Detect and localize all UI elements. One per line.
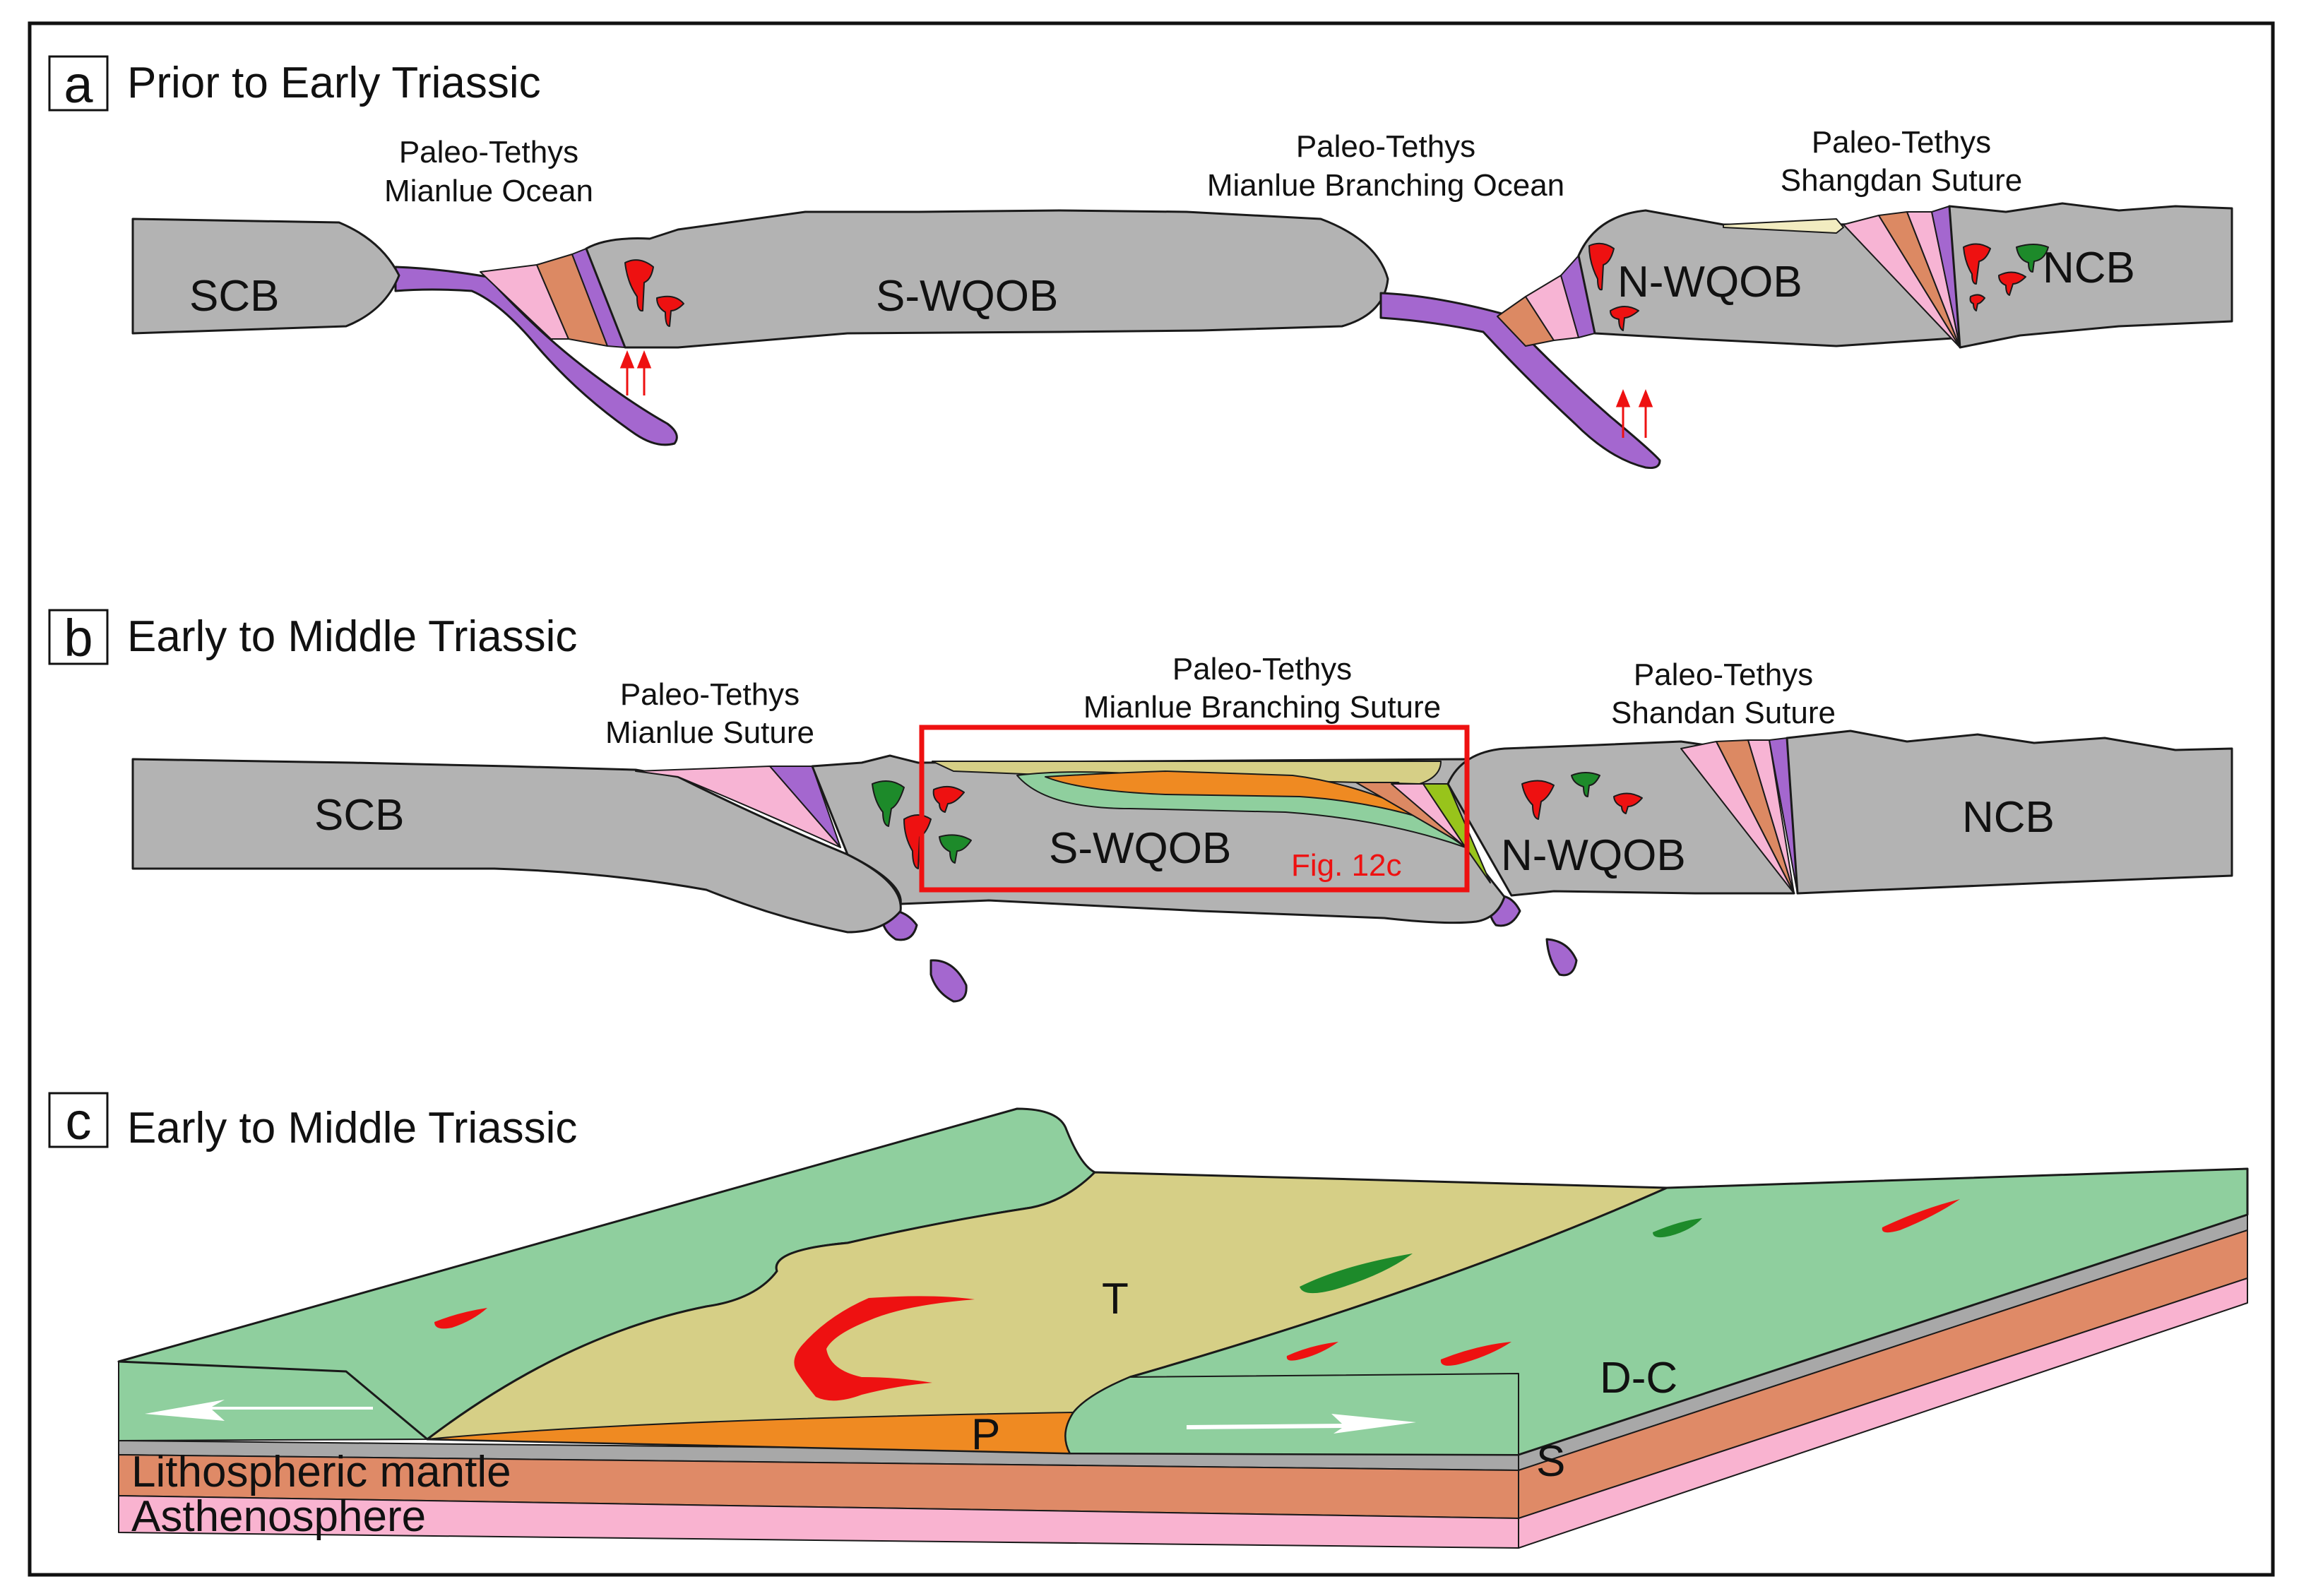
panel-b-suture1-line1: Paleo-Tethys <box>620 677 800 712</box>
panel-b-scb-label: SCB <box>314 791 404 840</box>
panel-c-litho-label: Lithospheric mantle <box>131 1448 511 1496</box>
panel-b-fold-lime <box>1422 783 1491 883</box>
panel-c-front-astheno <box>118 1495 1519 1549</box>
panel-a-pluton-red-2 <box>656 295 684 327</box>
panel-c-letter-box <box>48 1092 109 1148</box>
panel-c-p-label: P <box>971 1410 1000 1459</box>
panel-a-ocean2-line1: Paleo-Tethys <box>1296 129 1475 164</box>
figure-frame <box>28 21 2275 1577</box>
panel-b-suture3-line2: Shandan Suture <box>1611 696 1836 730</box>
panel-a-ocean1-line1: Paleo-Tethys <box>399 135 578 169</box>
panel-a-pluton-red-6 <box>1998 271 2026 296</box>
panel-a-letter-box <box>48 55 109 112</box>
panel-a-swqob-block <box>585 209 1389 349</box>
panel-b-letter-box <box>48 609 109 665</box>
panel-b: b Early to Middle Triassic <box>48 609 2233 1003</box>
panel-a-pluton-red-4 <box>1610 306 1639 331</box>
panel-a-title: Prior to Early Triassic <box>127 59 541 107</box>
panel-a-nwqob-label: N-WQOB <box>1617 258 1802 306</box>
panel-b-suture2-line1: Paleo-Tethys <box>1172 652 1352 686</box>
panel-a-suture-line2: Shangdan Suture <box>1781 163 2023 198</box>
panel-a-heat-arrows-1 <box>619 350 652 395</box>
panel-c: c Early to Middle Triassic T P <box>48 1092 2249 1549</box>
panel-a-suture-line1: Paleo-Tethys <box>1812 125 1991 160</box>
panel-c-arrow-left <box>145 1400 373 1421</box>
panel-a-ocean2-line2: Mianlue Branching Ocean <box>1207 168 1564 203</box>
panel-a-pluton-red-5 <box>1963 243 1991 285</box>
panel-a-pluton-green-1 <box>2016 244 2049 273</box>
panel-b-ncb-label: NCB <box>1962 793 2055 842</box>
panel-b-slab-fragment-2 <box>929 959 968 1003</box>
panel-b-fig12c-label: Fig. 12c <box>1291 848 1402 883</box>
panel-b-swqob-label: S-WQOB <box>1049 824 1231 873</box>
panel-b-suture3-line1: Paleo-Tethys <box>1634 657 1813 692</box>
panel-a-pluton-red-1 <box>624 259 654 312</box>
panel-c-arrow-right <box>1187 1414 1416 1434</box>
panel-a-ncb-label: NCB <box>2043 244 2135 292</box>
panel-b-suture3-pink2 <box>1747 739 1795 894</box>
panel-c-pluton-red-small-1 <box>434 1308 487 1329</box>
panel-a-scb-block <box>131 218 400 335</box>
panel-c-title: Early to Middle Triassic <box>127 1104 577 1153</box>
panel-b-pluton-red-1 <box>932 785 965 813</box>
panel-c-pluton-green-1 <box>1300 1253 1413 1294</box>
panel-a-pluton-red-7 <box>1969 294 1985 311</box>
panel-c-s-label: S <box>1536 1437 1565 1486</box>
panel-a: a Prior to Early Triassic <box>48 55 2233 469</box>
panel-c-pluton-red-small-4 <box>1440 1342 1511 1366</box>
panel-c-pluton-green-2 <box>1653 1218 1702 1238</box>
panel-b-nwqob-label: N-WQOB <box>1501 831 1686 880</box>
panel-c-pluton-red-big <box>794 1296 975 1401</box>
panel-b-suture1-purple <box>769 766 841 848</box>
panel-c-pluton-red-small-2 <box>1882 1199 1960 1233</box>
panel-c-dc-label: D-C <box>1600 1354 1677 1403</box>
panel-c-pluton-red-small-3 <box>1286 1342 1338 1361</box>
panel-a-ncb-block <box>1948 202 2233 349</box>
panel-b-ncb-block <box>1786 729 2233 895</box>
panel-a-letter: a <box>64 55 93 114</box>
panel-b-fig12c-box <box>919 725 1470 893</box>
panel-b-suture1-pink <box>635 766 841 848</box>
panel-a-ocean1-line2: Mianlue Ocean <box>384 174 593 208</box>
panel-a-suture-khaki <box>1723 218 1844 234</box>
panel-b-slab-fragment-4 <box>1545 938 1578 977</box>
panel-b-title: Early to Middle Triassic <box>127 612 577 661</box>
panel-c-front-green-right <box>1064 1373 1519 1455</box>
panel-b-suture2-line2: Mianlue Branching Suture <box>1083 690 1441 725</box>
panel-b-pluton-green-2 <box>939 834 972 864</box>
panel-c-t-label: T <box>1102 1275 1129 1323</box>
panel-b-pluton-red-3 <box>1521 780 1555 820</box>
panel-c-letter: c <box>66 1092 92 1150</box>
panel-c-astheno-label: Asthenosphere <box>131 1492 426 1541</box>
panel-b-scb-block <box>131 758 902 934</box>
panel-b-pluton-red-4 <box>1613 792 1643 814</box>
panel-a-pluton-red-3 <box>1588 242 1615 291</box>
panel-b-letter: b <box>64 609 93 667</box>
panel-a-scb-label: SCB <box>189 272 279 321</box>
panel-b-pluton-green-1 <box>872 780 905 827</box>
panel-b-suture1-line2: Mianlue Suture <box>605 715 814 750</box>
panel-a-heat-arrows-2 <box>1615 388 1653 438</box>
panel-b-pluton-green-3 <box>1571 772 1600 797</box>
panel-a-swqob-label: S-WQOB <box>876 272 1058 321</box>
